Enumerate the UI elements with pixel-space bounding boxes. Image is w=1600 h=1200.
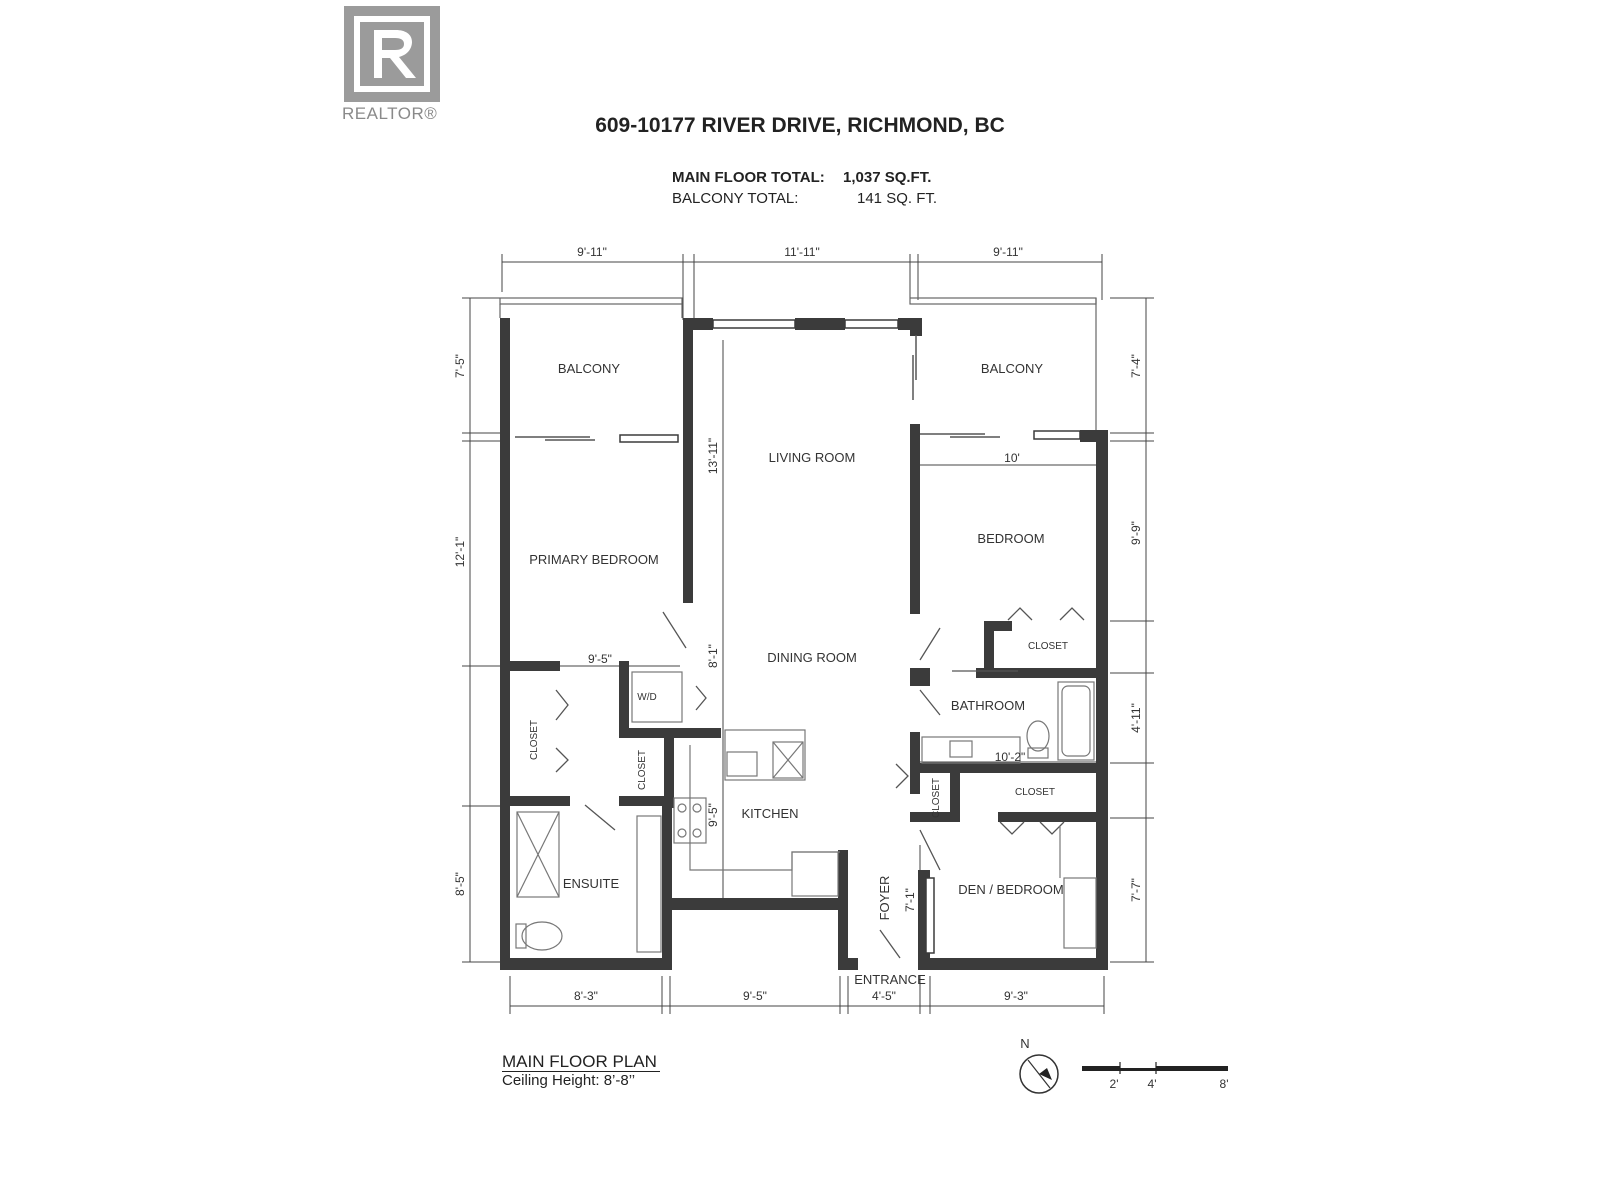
room-washer-dryer: W/D — [637, 692, 656, 703]
property-title: 609-10177 RIVER DRIVE, RICHMOND, BC — [595, 114, 1005, 137]
scale-label-4: 4' — [1148, 1077, 1157, 1091]
main-floor-value: 1,037 SQ.FT. — [843, 169, 932, 186]
dim-foyer-depth: 7'-1" — [903, 888, 917, 912]
dim-left-balcony: 7'-5" — [453, 354, 467, 378]
windows — [619, 319, 1081, 954]
dimension-lines — [462, 254, 1154, 1014]
realtor-logo — [344, 6, 440, 102]
room-primary-bedroom: PRIMARY BEDROOM — [529, 552, 659, 567]
room-living: LIVING ROOM — [769, 450, 856, 465]
realtor-r-icon — [344, 6, 440, 102]
scale-bar: 2' 4' 8' — [1082, 1062, 1228, 1091]
room-balcony-left: BALCONY — [558, 361, 620, 376]
room-closet-bedroom: CLOSET — [1028, 641, 1068, 652]
footer-divider — [502, 1071, 660, 1072]
balcony-total-value: 141 SQ. FT. — [857, 190, 938, 207]
dim-left-ensuite: 8'-5" — [453, 872, 467, 896]
room-closet-foyer: CLOSET — [931, 778, 942, 818]
dim-top-left: 9'-11" — [577, 245, 607, 259]
dim-right-bathroom: 4'-11" — [1129, 703, 1143, 733]
room-entrance: ENTRANCE — [854, 972, 926, 987]
floor-plan-title: MAIN FLOOR PLAN — [502, 1052, 657, 1071]
room-closet-laundry: CLOSET — [637, 750, 648, 790]
ceiling-height: Ceiling Height: 8’-8’’ — [502, 1072, 636, 1089]
dim-left-primary: 12'-1" — [453, 537, 467, 568]
room-bathroom: BATHROOM — [951, 698, 1025, 713]
dim-bottom-kitchen: 9'-5" — [743, 989, 767, 1003]
room-balcony-right: BALCONY — [981, 361, 1043, 376]
dim-dining-depth: 8'-1" — [706, 644, 720, 668]
balcony-total-label: BALCONY TOTAL: — [672, 190, 799, 207]
dim-right-balcony: 7'-4" — [1129, 354, 1143, 378]
dim-bedroom-width: 10' — [1004, 451, 1020, 465]
dim-top-mid: 11'-11" — [784, 245, 819, 259]
sliding-doors — [515, 335, 1000, 441]
dim-kitchen-depth: 9'-5" — [706, 803, 720, 827]
door-swings — [555, 607, 1085, 959]
dim-bottom-ensuite: 8'-3" — [574, 989, 598, 1003]
realtor-wordmark: REALTOR® — [342, 104, 438, 123]
dim-right-den: 7'-7" — [1129, 878, 1143, 902]
scale-label-8: 8' — [1220, 1077, 1229, 1091]
room-kitchen: KITCHEN — [741, 806, 798, 821]
fixtures — [515, 671, 1097, 953]
dim-bathroom-width: 10'-2" — [995, 750, 1026, 764]
compass-north-label: N — [1020, 1036, 1029, 1051]
dim-bottom-entrance: 4'-5" — [872, 989, 896, 1003]
dim-living-depth: 13'-11" — [706, 438, 720, 474]
dim-primary-width: 9'-5" — [588, 652, 612, 666]
room-closet-primary: CLOSET — [529, 720, 540, 760]
room-dining: DINING ROOM — [767, 650, 857, 665]
dim-right-bedroom: 9'-9" — [1129, 521, 1143, 545]
walls — [500, 318, 1108, 970]
compass-icon: N — [1019, 1036, 1059, 1094]
main-floor-label: MAIN FLOOR TOTAL: — [672, 169, 825, 186]
room-foyer: FOYER — [877, 876, 892, 921]
room-bedroom: BEDROOM — [977, 531, 1044, 546]
room-closet-den: CLOSET — [1015, 787, 1055, 798]
room-den-bedroom: DEN / BEDROOM — [958, 882, 1063, 897]
scale-label-2: 2' — [1110, 1077, 1119, 1091]
dim-top-right: 9'-11" — [993, 245, 1023, 259]
dim-bottom-den: 9'-3" — [1004, 989, 1028, 1003]
balcony-railings — [499, 297, 1097, 430]
room-ensuite: ENSUITE — [563, 876, 620, 891]
